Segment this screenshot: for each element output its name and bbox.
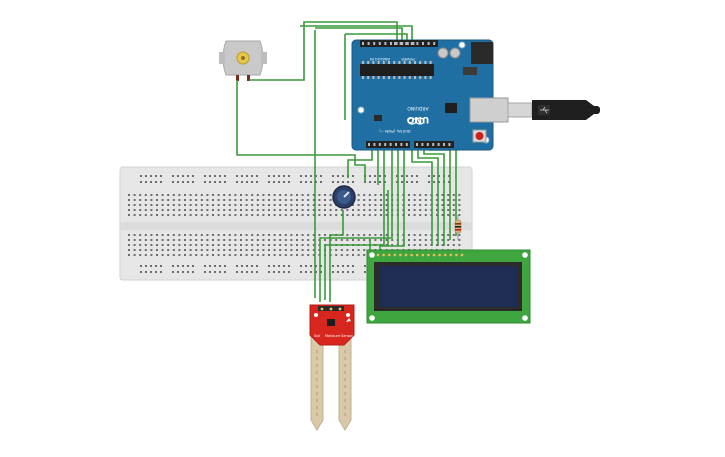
wire-pot-1 [329, 210, 344, 302]
resistor[interactable] [454, 215, 462, 240]
sensor-label-left: Soil [314, 334, 320, 338]
lcd-pins [376, 253, 464, 257]
wire-top-3 [315, 27, 403, 44]
digital-header-pins [362, 42, 436, 45]
usb-cable [507, 100, 600, 120]
potentiometer[interactable] [332, 185, 356, 209]
arduino-brand-text: ARDUINO [407, 105, 429, 111]
wire-d4 [417, 148, 439, 246]
wire-d3 [411, 148, 433, 246]
wire-motor-2 [249, 21, 398, 81]
digital-label: DIGITAL (PWM ~) [379, 129, 411, 133]
arduino-uno[interactable]: UNO ARDUINO DIGITAL (PWM ~) POWER ANALOG… [351, 39, 509, 151]
sensor-icon [346, 318, 351, 322]
wire-a0 [319, 148, 393, 302]
wire-gnd [324, 148, 385, 300]
sensor-label-right: Sensor [341, 334, 354, 338]
chip-pins [362, 61, 432, 79]
lcd-display[interactable] [366, 249, 531, 324]
analog-label: ANALOG IN [370, 57, 390, 61]
sensor-label-mid: Moisture [325, 334, 340, 338]
dc-motor[interactable] [219, 40, 267, 81]
wire-d5 [423, 148, 445, 246]
analog-header-pins [368, 143, 451, 146]
prong-traces [316, 350, 346, 416]
soil-moisture-sensor[interactable]: Soil Moisture Sensor [309, 304, 355, 431]
arduino-infinity-icon [407, 117, 425, 125]
power-label: POWER [401, 57, 415, 61]
wire-d2 [379, 148, 405, 252]
wire-pwr-1 [347, 148, 373, 178]
usb-icon [540, 106, 549, 114]
